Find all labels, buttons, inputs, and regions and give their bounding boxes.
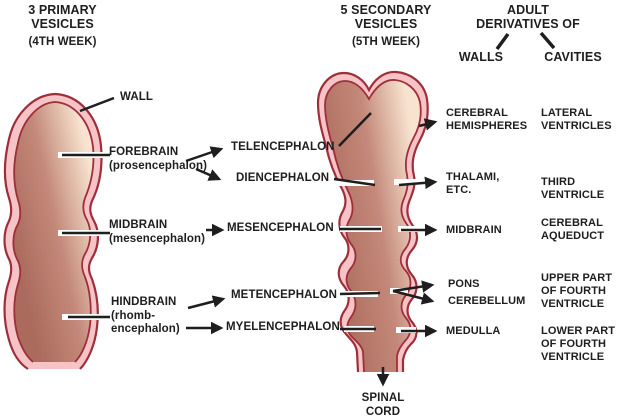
wall-derivative-cerebral-hemispheres: CEREBRAL HEMISPHERES [446, 107, 528, 132]
hindbrain-label: HINDBRAIN (rhomb- encephalon) [111, 296, 180, 336]
wall-derivative-thalami: THALAMI, ETC. [446, 171, 500, 196]
spinal-cord-label: SPINAL CORD [361, 392, 405, 418]
cavities-column-heading: CAVITIES [544, 50, 602, 64]
adult-derivatives-heading: ADULT DERIVATIVES OF [476, 3, 580, 32]
diencephalon-label: DIENCEPHALON [236, 172, 330, 184]
secondary-vesicle-outer-outline [316, 70, 429, 373]
arrows [185, 118, 438, 387]
primary-vesicles-week: (4TH WEEK) [28, 36, 97, 48]
secondary-vesicles-heading: 5 SECONDARY VESICLES [340, 3, 432, 32]
secondary-vesicle-inner-outline [324, 79, 422, 373]
primary-vesicles-heading: 3 PRIMARY VESICLES [28, 3, 97, 32]
mesencephalon-label: MESENCEPHALON [227, 222, 334, 234]
wall-derivative-medulla: MEDULLA [446, 325, 501, 337]
cavity-derivative-cerebral-aqueduct: CEREBRAL AQUEDUCT [541, 217, 605, 242]
telencephalon-label: TELENCEPHALON [231, 141, 335, 153]
secondary-vesicle-interior [325, 79, 421, 373]
primary-vesicle-interior [13, 102, 94, 362]
leader-lines [62, 31, 556, 331]
metencephalon-label: METENCEPHALON [231, 289, 338, 301]
secondary-vesicles-week: (5TH WEEK) [351, 36, 421, 48]
myelencephalon-label: MYELENCEPHALON [226, 321, 340, 333]
wall-derivative-pons: PONS [448, 278, 480, 290]
cavity-derivative-lower-fourth-ventricle: LOWER PART OF FOURTH VENTRICLE [541, 325, 616, 363]
cavity-derivative-third-ventricle: THIRD VENTRICLE [541, 176, 605, 201]
forebrain-label: FOREBRAIN (prosencephalon) [109, 146, 208, 172]
wall-label: WALL [120, 91, 153, 103]
midbrain-label: MIDBRAIN (mesencephalon) [109, 219, 206, 245]
wall-derivative-cerebellum: CEREBELLUM [448, 295, 526, 307]
cavity-derivative-upper-fourth-ventricle: UPPER PART OF FOURTH VENTRICLE [541, 272, 613, 310]
wall-derivative-midbrain: MIDBRAIN [446, 224, 502, 236]
primary-vesicle-inner-outline [12, 101, 95, 363]
primary-vesicle-outer-outline [3, 92, 103, 370]
cavity-derivative-lateral-ventricles: LATERAL VENTRICLES [541, 107, 612, 132]
walls-column-heading: WALLS [458, 50, 504, 64]
